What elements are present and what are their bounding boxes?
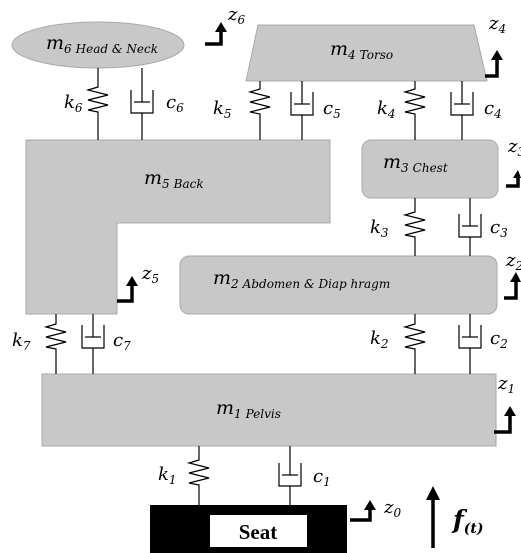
label-k6: k6 — [64, 92, 83, 115]
label-k4: k4 — [377, 98, 396, 121]
spring-k5 — [247, 81, 271, 140]
label-c4: c4 — [484, 98, 502, 121]
damper-c5 — [290, 81, 314, 140]
damper-c4 — [450, 81, 474, 140]
spring-k3 — [402, 198, 426, 256]
spring-k6 — [85, 68, 109, 140]
label-force: f(t) — [451, 505, 483, 537]
damper-c7 — [81, 314, 105, 374]
label-k2: k2 — [370, 328, 389, 351]
seat-label: Seat — [239, 520, 278, 544]
label-z0: z0 — [383, 497, 401, 520]
seat-label-box — [210, 515, 307, 547]
mass-m3-chest — [361, 139, 499, 199]
mass-m1-pelvis — [41, 373, 497, 447]
label-k1: k1 — [158, 464, 177, 487]
label-z3: z3 — [507, 136, 521, 159]
label-z4: z4 — [488, 13, 506, 36]
label-c3: c3 — [490, 217, 508, 240]
damper-c1 — [278, 446, 302, 505]
label-k3: k3 — [370, 217, 389, 240]
z1-arrow — [494, 406, 516, 434]
spring-k4 — [402, 81, 426, 140]
mass-m5-back — [25, 139, 331, 315]
label-c2: c2 — [490, 328, 508, 351]
label-z2: z2 — [505, 250, 521, 273]
label-k7: k7 — [12, 330, 31, 353]
mass-m2-abdomen — [179, 255, 498, 315]
label-z1: z1 — [497, 373, 515, 396]
label-c1: c1 — [313, 466, 331, 489]
damper-c2 — [458, 314, 482, 374]
z2-arrow — [504, 272, 521, 300]
spring-k1 — [186, 446, 210, 505]
damper-c3 — [458, 198, 482, 256]
spring-k2 — [402, 314, 426, 374]
label-z6: z6 — [227, 4, 245, 27]
mass-m4-torso — [245, 24, 488, 82]
label-c7: c7 — [113, 330, 131, 353]
force-arrow — [426, 486, 440, 548]
label-z5: z5 — [141, 263, 159, 286]
label-c5: c5 — [323, 98, 341, 121]
spring-k7 — [43, 314, 67, 374]
z4-arrow — [485, 50, 503, 78]
z3-arrow — [506, 170, 521, 188]
z6-arrow — [205, 22, 227, 46]
z0-arrow — [350, 500, 376, 522]
damper-c6 — [130, 68, 154, 140]
z5-arrow — [117, 276, 138, 303]
label-k5: k5 — [213, 98, 232, 121]
label-c6: c6 — [166, 92, 184, 115]
